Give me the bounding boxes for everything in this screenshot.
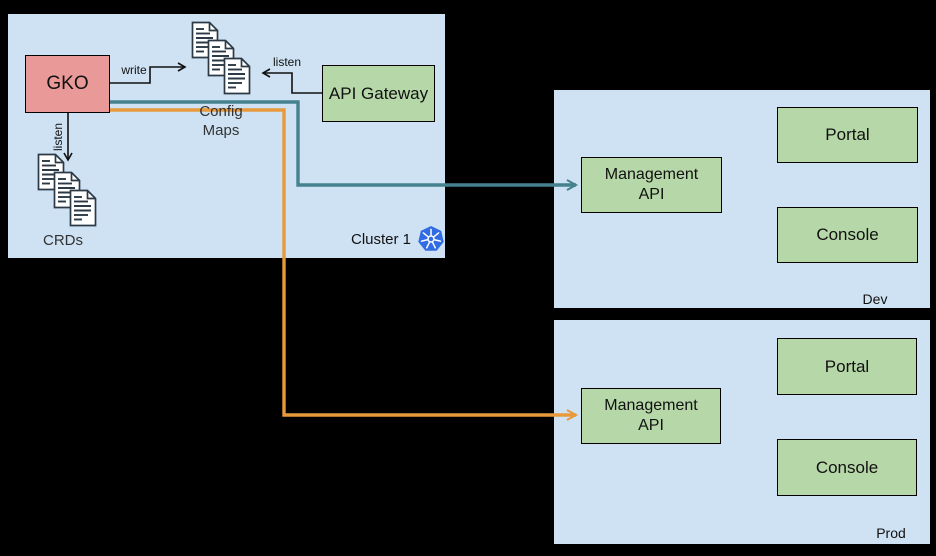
prod-zone-label: Prod xyxy=(876,525,906,541)
gko-label: GKO xyxy=(46,73,89,94)
dev-management-api-node: Management API xyxy=(581,157,722,213)
dev-portal-label: Portal xyxy=(825,125,870,144)
prod-management-api-node: Management API xyxy=(581,388,721,444)
gko-node: GKO xyxy=(25,55,110,113)
document-icon xyxy=(223,57,251,95)
dev-portal-node: Portal xyxy=(777,107,918,163)
prod-management-api-label: Management API xyxy=(604,397,698,434)
prod-console-node: Console xyxy=(777,439,917,496)
cluster1-tag: Cluster 1 xyxy=(351,225,444,253)
prod-portal-node: Portal xyxy=(777,338,917,395)
write-edge-label: write xyxy=(121,63,147,77)
prod-console-label: Console xyxy=(815,457,879,477)
listen-crds-edge-label: listen xyxy=(51,123,65,152)
config-maps-label: Config Maps xyxy=(199,103,243,139)
dev-console-label: Console xyxy=(816,225,879,244)
cluster1-label: Cluster 1 xyxy=(351,230,412,248)
kubernetes-icon xyxy=(418,226,444,251)
api-gateway-label: API Gateway xyxy=(328,83,429,103)
dev-management-api-label: Management API xyxy=(604,166,699,203)
api-gateway-node: API Gateway xyxy=(322,65,435,122)
crds-label: CRDs xyxy=(43,232,83,249)
config-maps-icon-stack xyxy=(191,21,251,97)
dev-zone-label: Dev xyxy=(862,291,888,307)
document-icon xyxy=(69,189,97,227)
prod-portal-label: Portal xyxy=(824,356,870,376)
dev-console-node: Console xyxy=(777,207,918,263)
crds-icon-stack xyxy=(37,153,97,229)
listen-gateway-edge-label: listen xyxy=(272,55,301,69)
